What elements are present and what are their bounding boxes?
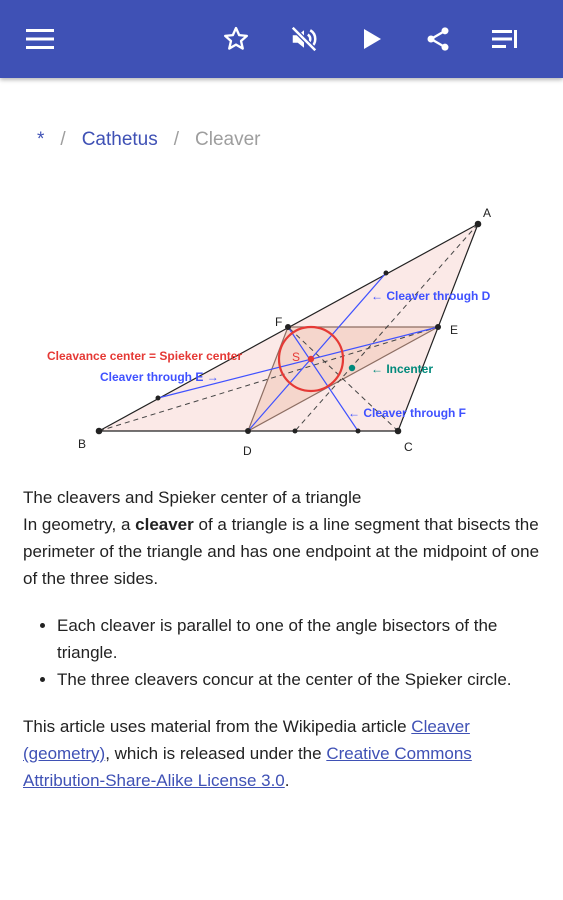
article-body: The cleavers and Spieker center of a tri… (23, 484, 543, 794)
label-cleaver-e: Cleaver through E → (100, 370, 219, 384)
cleaver-diagram: A B C D E F S Cleavance center = Spieker… (40, 200, 530, 462)
breadcrumb: * / Cathetus / Cleaver (37, 128, 261, 152)
playlist-icon[interactable] (486, 19, 526, 59)
attribution-text: , which is released under the (105, 744, 327, 763)
play-icon[interactable] (352, 19, 392, 59)
breadcrumb-separator: / (60, 129, 66, 150)
cleavers (157, 272, 439, 432)
attribution-text: This article uses material from the Wiki… (23, 717, 412, 736)
label-incenter: ← Incenter (371, 362, 433, 376)
list-item: Each cleaver is parallel to one of the a… (57, 612, 543, 666)
label-c: C (404, 440, 413, 454)
figure-caption: The cleavers and Spieker center of a tri… (23, 488, 362, 507)
label-f: F (275, 315, 282, 329)
breadcrumb-parent[interactable]: Cathetus (81, 129, 158, 150)
app-bar (0, 0, 563, 78)
breadcrumb-separator: / (173, 129, 180, 150)
star-outline-icon[interactable] (216, 19, 256, 59)
label-cleavance-center: Cleavance center = Spieker center (47, 349, 242, 363)
vertex-points (95, 220, 482, 435)
breadcrumb-home[interactable]: * (37, 129, 45, 150)
label-a: A (483, 206, 491, 220)
angle-bisectors (98, 223, 479, 432)
label-cleaver-d: ← Cleaver through D (371, 289, 491, 303)
spieker-center-point (307, 355, 315, 363)
wikipedia-article-link[interactable]: Cleaver (geometry) (23, 717, 470, 763)
share-icon[interactable] (418, 19, 458, 59)
license-link[interactable]: Creative Commons Attribution-Share-Alike… (23, 744, 472, 790)
label-s: S (292, 350, 300, 364)
spieker-circle (277, 325, 345, 393)
label-cleaver-f: ← Cleaver through F (348, 406, 466, 420)
attribution-paragraph: This article uses material from the Wiki… (23, 713, 543, 794)
incenter-point (348, 364, 356, 372)
label-e: E (450, 323, 458, 337)
breadcrumb-current: Cleaver (195, 129, 261, 150)
volume-off-icon[interactable] (284, 19, 324, 59)
intro-text-start: In geometry, a (23, 515, 136, 534)
attribution-text: . (284, 771, 290, 790)
label-b: B (78, 437, 86, 451)
menu-icon[interactable] (20, 19, 60, 59)
label-d: D (243, 444, 252, 458)
intro-term: cleaver (135, 515, 194, 534)
intro-text-end: of a triangle is a line segment that bis… (23, 515, 540, 588)
intro-paragraph: In geometry, a cleaver of a triangle is … (23, 511, 543, 592)
list-item: The three cleavers concur at the center … (57, 666, 543, 693)
bullet-list: Each cleaver is parallel to one of the a… (23, 612, 543, 693)
